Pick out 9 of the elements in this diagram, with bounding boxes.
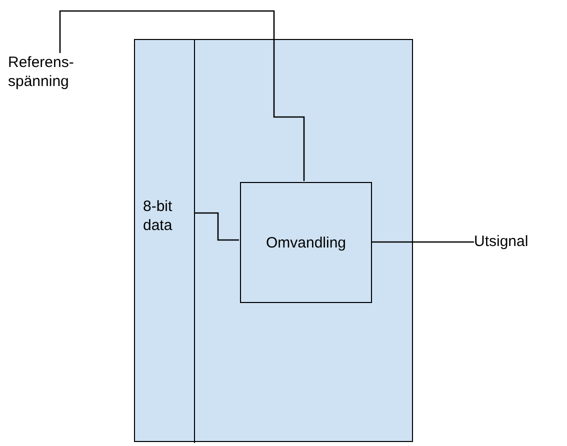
device-box	[134, 39, 413, 442]
signal-label: Referens- spänning	[8, 53, 75, 91]
signal-line	[194, 212, 239, 241]
box-label: Omvandling	[264, 233, 348, 252]
signal-label: Utsignal	[474, 232, 530, 251]
box-label: 8-bit data	[143, 197, 174, 235]
signal-line	[59, 10, 305, 181]
signal-line	[371, 241, 474, 243]
process-box	[240, 182, 372, 303]
